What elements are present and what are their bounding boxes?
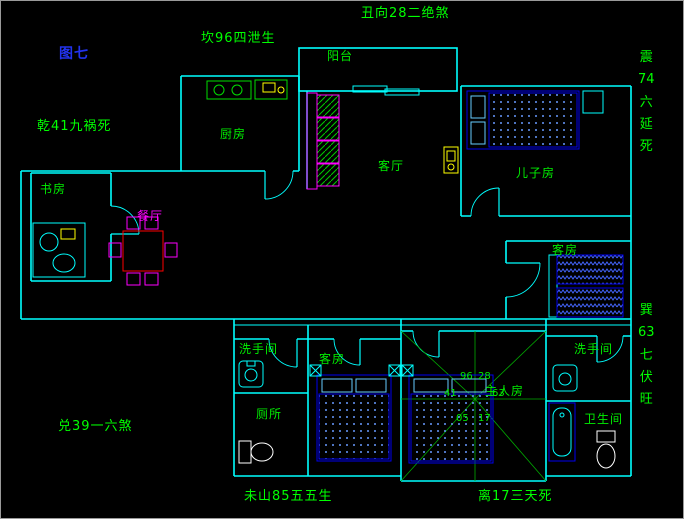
sliding-door-panel [384,88,420,96]
dining-chair-icon [108,216,178,286]
bathroom-wall [546,335,631,477]
room-label-washroom-right: 洗手间 [574,342,614,356]
vertical-char: 七 [639,347,653,363]
vertical-char: 六 [639,94,653,110]
toilet-icon [238,440,274,464]
vertical-char: 巽 [639,303,653,318]
room-label-study: 书房 [40,182,67,196]
fengshui-label-left-lower: 兑39一六煞 [58,419,133,434]
sink-icon [238,360,264,388]
door-arc [412,330,440,358]
vertical-char: 震 [639,50,653,65]
toilet-icon [596,430,616,469]
room-label-washroom-left: 洗手间 [239,342,279,356]
bed-icon-master [408,374,494,464]
compass-number: 41 [444,388,457,399]
room-label-guest-room-lower: 客房 [319,352,346,366]
nightstand-icon [582,90,604,114]
door-arc [268,338,298,368]
son-room-wall [460,85,631,217]
fengshui-label-top-center: 丑向28二绝煞 [361,6,450,21]
fengshui-label-right-lower: 巽 63 七 伏 旺 [638,303,655,408]
compass-number: 96 [460,371,473,382]
door-arc [470,187,500,217]
room-label-guest-room-upper: 客房 [552,243,579,257]
door-arc [333,338,361,366]
door-arc [264,170,294,200]
kitchen-sink-icon [254,79,288,100]
room-label-living-room: 客厅 [378,159,405,173]
bathtub-icon [548,402,576,462]
bed-icon-son [466,90,580,150]
door-arc [505,262,541,298]
room-label-bathroom: 卫生间 [584,412,624,426]
kitchen-wall [180,75,300,172]
tv-icon [443,146,459,174]
washroom-toilet-wall [233,319,401,477]
room-label-balcony: 阳台 [327,49,354,63]
nightstand-icon [401,364,414,377]
bed-icon-guest-upper [548,254,624,318]
door-arc [110,205,140,235]
nightstand-icon [309,364,401,377]
room-label-toilet: 厕所 [256,407,283,421]
compass-number: 05 [456,413,469,424]
figure-label: 图七 [59,46,89,62]
compass-number: 17 [478,413,491,424]
fengshui-label-bottom-right: 离17三天死 [478,489,553,504]
sink-icon [552,364,578,392]
room-label-son-room: 儿子房 [516,166,556,180]
study-wall [30,172,112,282]
computer-desk-icon [32,222,86,278]
door-arc [596,335,624,363]
vertical-char: 74 [638,72,655,88]
vertical-char: 63 [638,325,655,341]
compass-number: 28 [478,371,491,382]
room-label-kitchen: 厨房 [220,127,247,141]
room-label-dining-room: 餐厅 [137,209,164,223]
fengshui-label-right-upper: 震 74 六 延 死 [638,50,655,155]
walls [20,47,632,482]
compass-number: 63 [492,388,505,399]
fengshui-label-left-upper: 乾41九祸死 [37,119,112,134]
vertical-char: 延 [639,116,653,132]
balcony-wall [298,47,458,92]
room-label-master-room: 主人房 [485,384,525,398]
fengshui-label-bottom-center: 未山85五五生 [244,489,333,504]
fengshui-label-top-left: 坎96四泄生 [201,31,276,46]
vertical-char: 旺 [639,392,653,408]
stove-icon [206,80,252,100]
vertical-char: 伏 [639,369,653,385]
guest-room-upper-wall [505,240,631,319]
bed-icon-guest-lower [316,374,392,462]
dining-table-icon [108,216,178,286]
outer-wall-left [20,170,631,320]
sofa-icon [306,92,340,190]
vertical-char: 死 [639,139,653,155]
master-room-wall [400,319,547,482]
